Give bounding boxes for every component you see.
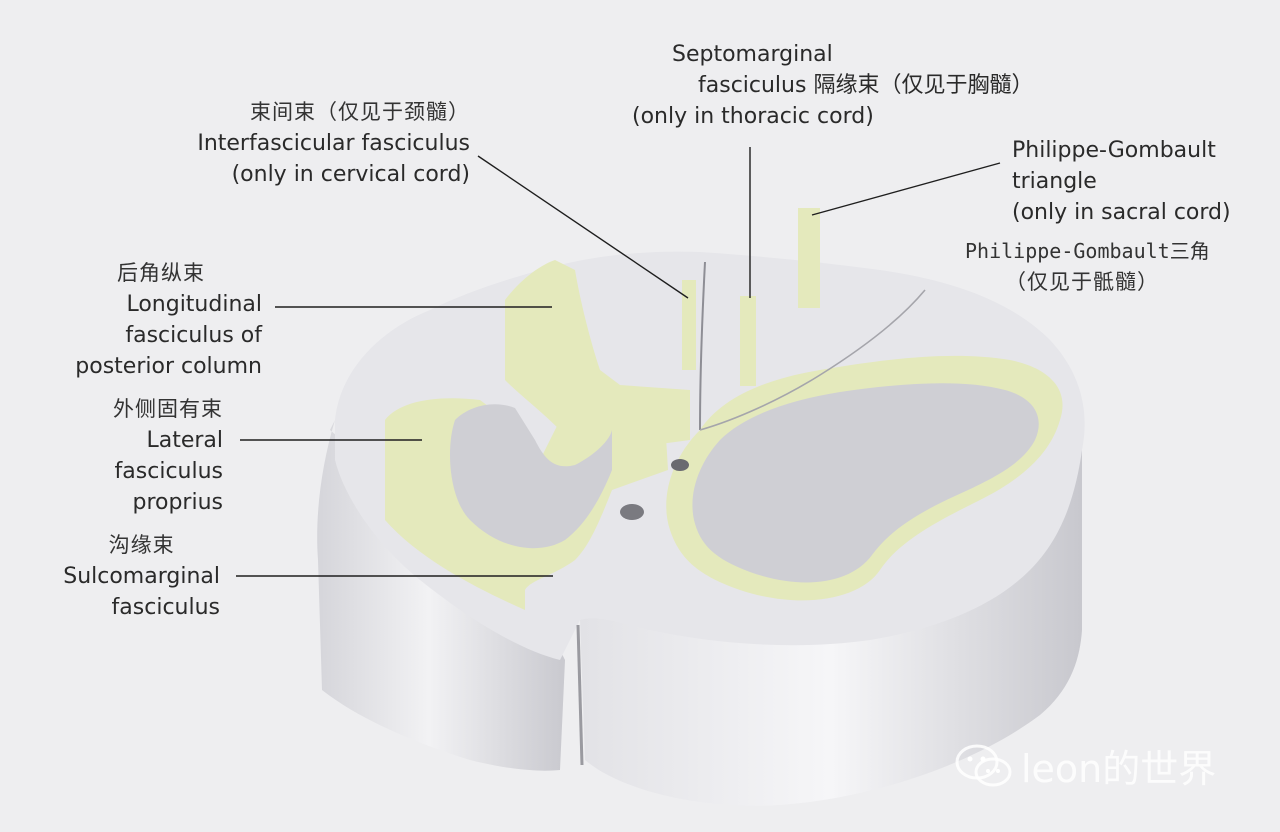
label-philippe-gombault-triangle: Philippe-Gombault triangle (only in sacr… [1012, 135, 1231, 228]
anterior-median-fissure-opening [620, 504, 644, 520]
label-philippe-zh: Philippe-Gombault三角 [965, 239, 1210, 263]
central-canal [671, 459, 689, 471]
label-sulcomarginal-zh: 沟缘束 [108, 533, 175, 557]
label-septomarginal-en: Septomarginal [672, 42, 833, 67]
anterior-median-fissure [576, 624, 584, 766]
leader-line-interfascicular [477, 155, 689, 299]
label-lateral-en1: Lateral [146, 428, 223, 453]
interfascicular-slab [682, 280, 696, 370]
philippe-gombault-slab [798, 208, 820, 308]
label-philippe-note: (only in sacral cord) [1012, 200, 1231, 225]
label-philippe-en: Philippe-Gombault [1012, 138, 1216, 163]
label-longitudinal-en3: posterior column [75, 354, 262, 379]
label-interfascicular-en: Interfascicular fasciculus [197, 131, 470, 156]
label-septomarginal-note: (only in thoracic cord) [632, 104, 874, 129]
label-lateral-fasciculus-proprius: 外侧固有束 Lateral fasciculus proprius [113, 394, 223, 518]
label-lateral-zh: 外侧固有束 [113, 397, 223, 421]
posterior-sulcus-line [699, 289, 926, 431]
label-longitudinal-fasciculus: 后角纵束 Longitudinal fasciculus of posterio… [60, 258, 262, 382]
label-philippe-zh-block: Philippe-Gombault三角 （仅见于骶髓） [965, 236, 1210, 298]
watermark: leon的世界 [955, 738, 1216, 793]
leader-line-philippe [811, 162, 1001, 216]
label-septomarginal-fasciculus: Septomarginal fasciculus 隔缘束（仅见于胸髓） (onl… [632, 39, 1033, 132]
label-longitudinal-en1: Longitudinal [126, 292, 262, 317]
label-longitudinal-en2: fasciculus of [125, 323, 262, 348]
label-interfascicular-zh: 束间束（仅见于颈髓） [250, 100, 470, 124]
lateral-gray-cut [450, 404, 612, 549]
label-lateral-en3: proprius [132, 490, 223, 515]
label-sulcomarginal-en2: fasciculus [111, 595, 220, 620]
label-interfascicular-note: (only in cervical cord) [231, 162, 470, 187]
label-philippe-zh-note: （仅见于骶髓） [1005, 270, 1159, 294]
label-longitudinal-zh: 后角纵束 [117, 261, 205, 285]
gray-matter-right [692, 383, 1039, 583]
label-sulcomarginal-en1: Sulcomarginal [63, 564, 220, 589]
label-philippe-en2: triangle [1012, 169, 1097, 194]
label-septomarginal-en-zh: fasciculus 隔缘束（仅见于胸髓） [698, 73, 1034, 98]
label-sulcomarginal-fasciculus: 沟缘束 Sulcomarginal fasciculus [63, 530, 220, 623]
posterior-median-sulcus [699, 261, 706, 431]
septomarginal-slab [740, 296, 756, 386]
label-lateral-en2: fasciculus [114, 459, 223, 484]
label-interfascicular-fasciculus: 束间束（仅见于颈髓） Interfascicular fasciculus (o… [197, 97, 470, 190]
chat-bubble-icon [955, 744, 1012, 786]
watermark-text: leon的世界 [1021, 747, 1217, 791]
